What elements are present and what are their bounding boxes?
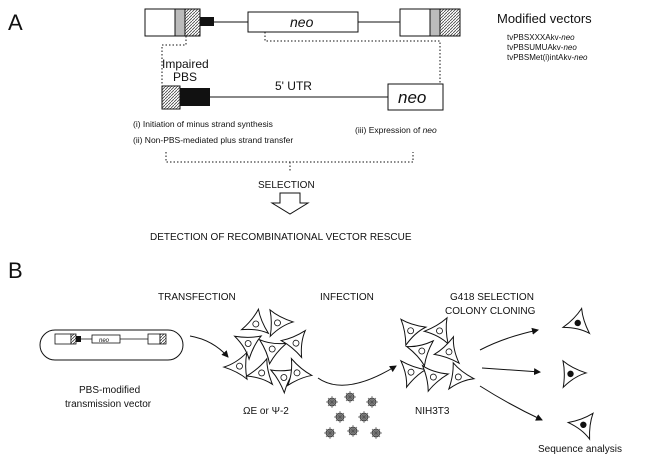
plasmid-label-line1: PBS-modified xyxy=(79,385,140,396)
virus-particles xyxy=(323,390,383,440)
left-ltr xyxy=(144,8,201,37)
infection-arrow xyxy=(317,365,397,386)
sequence-analysis-label: Sequence analysis xyxy=(538,444,622,455)
right-ltr xyxy=(399,8,461,37)
vector-name-3: tvPBSMet(i)intAkv-neo xyxy=(507,53,588,62)
down-arrow-icon xyxy=(270,192,310,215)
target-cells xyxy=(390,309,475,397)
plasmid-vector: neo xyxy=(39,329,184,361)
transfection-label: TRANSFECTION xyxy=(158,292,236,303)
plasmid-label-line2: transmission vector xyxy=(65,399,152,410)
impaired-pbs-block xyxy=(180,88,210,106)
clone-arrow-3 xyxy=(479,385,543,421)
clone-arrow-1 xyxy=(479,327,539,351)
step-iii-text: (iii) Expression of neo xyxy=(355,125,437,135)
colony-cloning-label: COLONY CLONING xyxy=(445,306,536,317)
modified-vectors-title: Modified vectors xyxy=(497,11,592,26)
step-ii-text: (ii) Non-PBS-mediated plus strand transf… xyxy=(133,135,293,145)
utr-label: 5' UTR xyxy=(275,79,312,93)
neo-zoom-label: neo xyxy=(398,88,426,107)
pbs-block xyxy=(200,17,214,26)
transfection-arrow xyxy=(189,335,229,358)
vector-name-2: tvPBSUMUAkv-neo xyxy=(507,43,577,52)
selected-clone-1 xyxy=(562,304,596,335)
zoom-line-right xyxy=(264,32,441,86)
packaging-cells xyxy=(222,302,315,394)
steps-bracket xyxy=(165,152,414,163)
infection-label: INFECTION xyxy=(320,292,374,303)
step-i-text: (i) Initiation of minus strand synthesis xyxy=(133,119,273,129)
panel-b-letter: B xyxy=(8,258,23,283)
selection-label: SELECTION xyxy=(258,180,315,191)
g418-selection-label: G418 SELECTION xyxy=(450,292,534,303)
plasmid-neo-label: neo xyxy=(99,338,110,344)
neo-gene-label: neo xyxy=(290,14,314,30)
clone-arrow-2 xyxy=(481,367,541,376)
vector-name-1: tvPBSXXXAkv-neo xyxy=(507,33,575,42)
zoom-line-left xyxy=(161,36,187,86)
panel-a-letter: A xyxy=(8,10,23,35)
packaging-label: ΩE or Ψ-2 xyxy=(243,406,289,417)
selected-clone-3 xyxy=(567,404,605,441)
impaired-pbs-label: Impaired xyxy=(162,57,209,71)
selected-clone-2 xyxy=(551,353,588,388)
detection-label: DETECTION OF RECOMBINATIONAL VECTOR RESC… xyxy=(150,232,412,243)
pbs-label: PBS xyxy=(173,70,197,84)
target-cell-label: NIH3T3 xyxy=(415,406,450,417)
zoom-ltr-segment xyxy=(161,85,181,110)
neo-zoom-box xyxy=(387,83,444,111)
neo-gene-box xyxy=(247,11,359,33)
